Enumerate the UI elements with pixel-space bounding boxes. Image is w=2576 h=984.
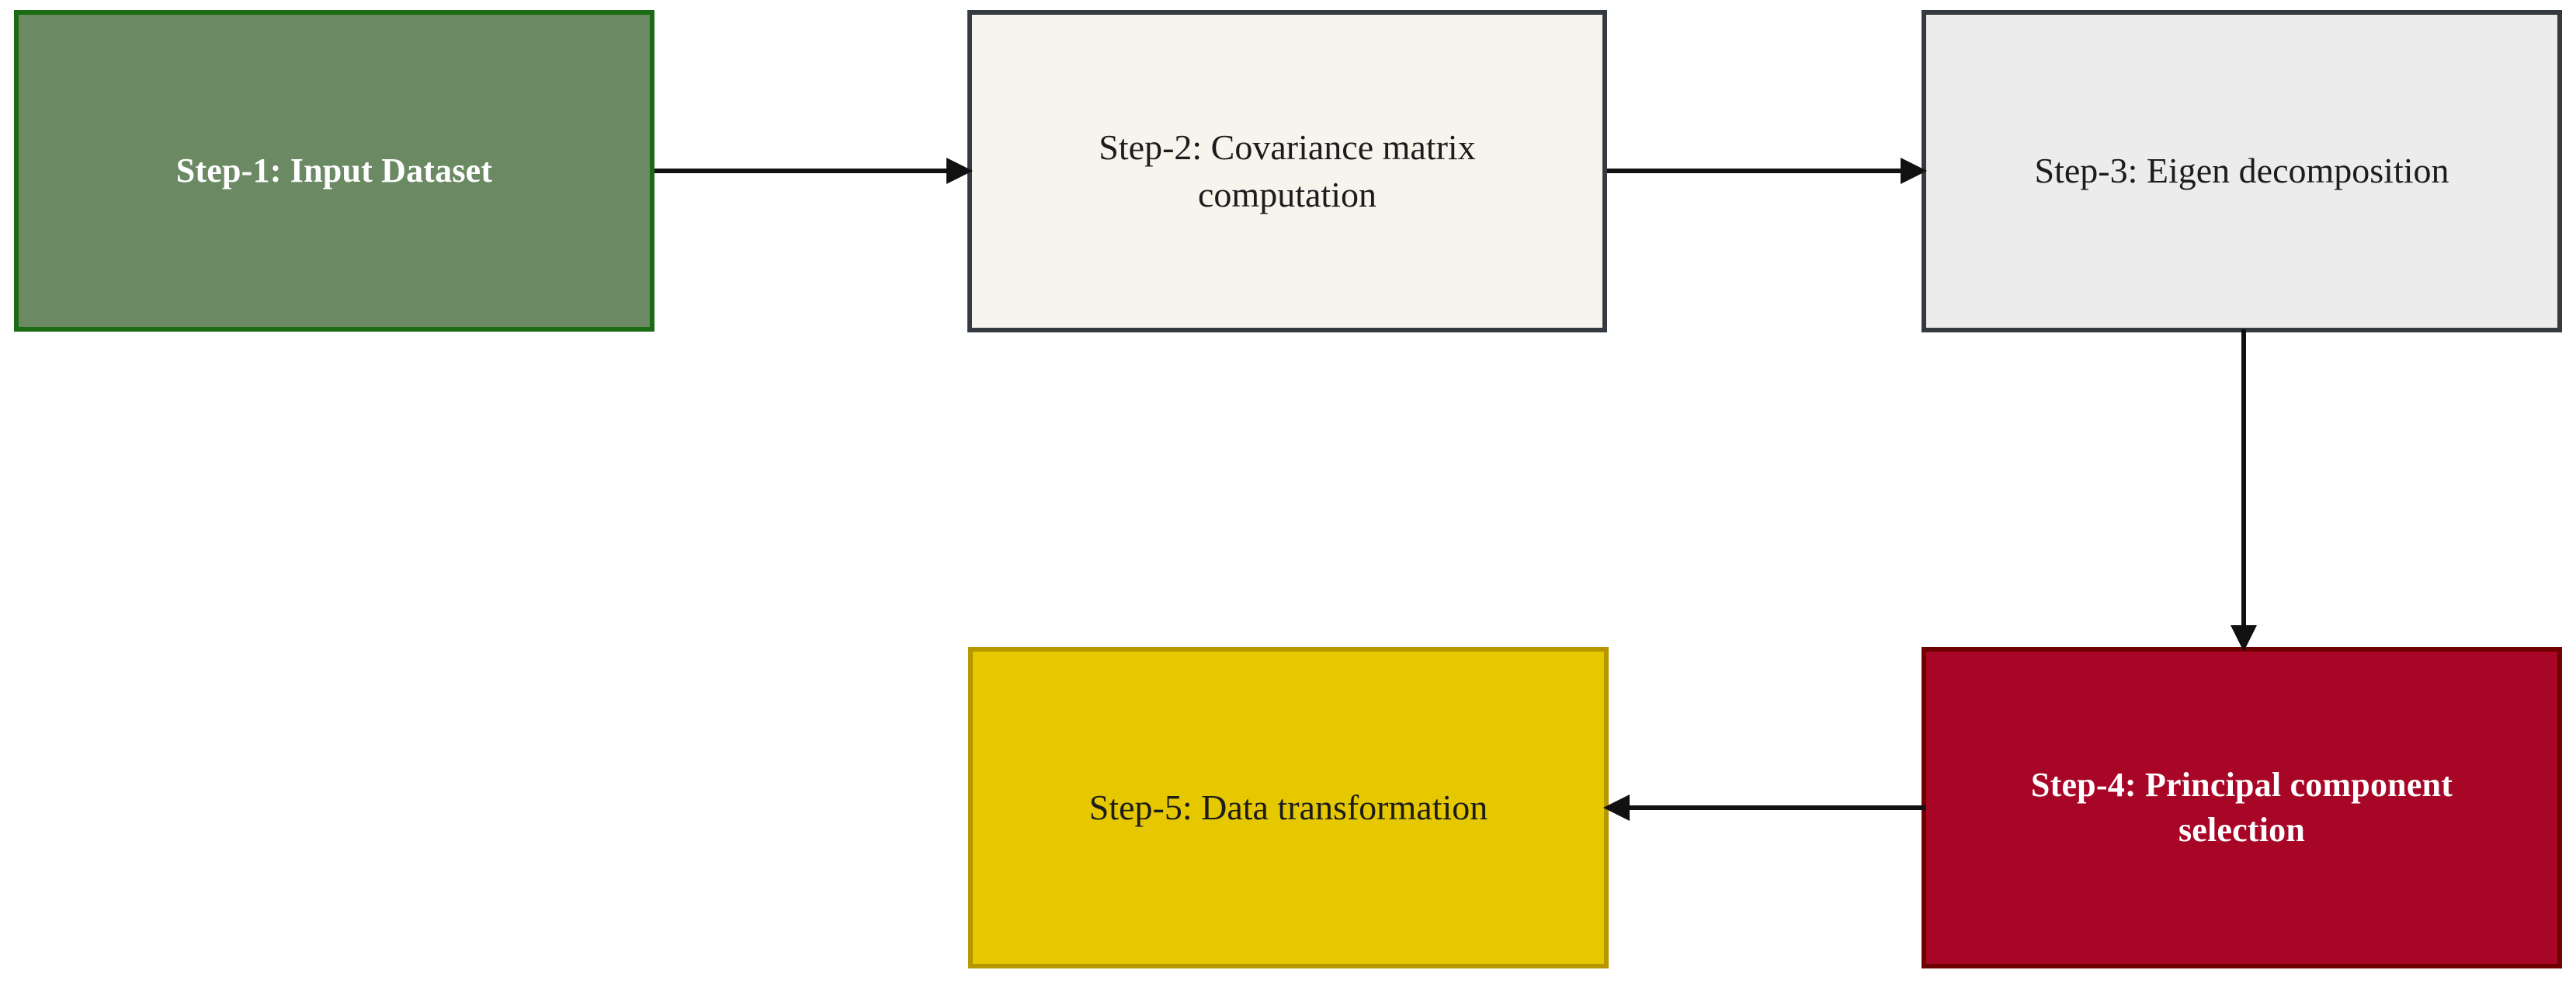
node-label: Step-2: Covariance matrix computation [1099, 127, 1476, 214]
arrow-step3-to-step4 [2231, 329, 2257, 652]
node-label: Step-4: Principal component selection [2030, 765, 2453, 849]
node-label: Step-5: Data transformation [1088, 787, 1488, 827]
node-label: Step-1: Input Dataset [175, 151, 493, 189]
node-step-1-input-dataset[interactable]: Step-1: Input Dataset [14, 10, 654, 332]
arrow-step1-to-step2 [654, 158, 973, 184]
arrow-step4-to-step5 [1603, 795, 1925, 821]
node-step-4-principal-component-selection[interactable]: Step-4: Principal component selection [1922, 647, 2562, 968]
node-step-3-eigen-decomposition[interactable]: Step-3: Eigen decomposition [1922, 10, 2562, 332]
node-step-2-covariance-matrix-computation[interactable]: Step-2: Covariance matrix computation [967, 10, 1607, 332]
node-label: Step-3: Eigen decomposition [2034, 151, 2449, 191]
node-step-5-data-transformation[interactable]: Step-5: Data transformation [968, 647, 1609, 968]
arrow-step2-to-step3 [1607, 158, 1927, 184]
